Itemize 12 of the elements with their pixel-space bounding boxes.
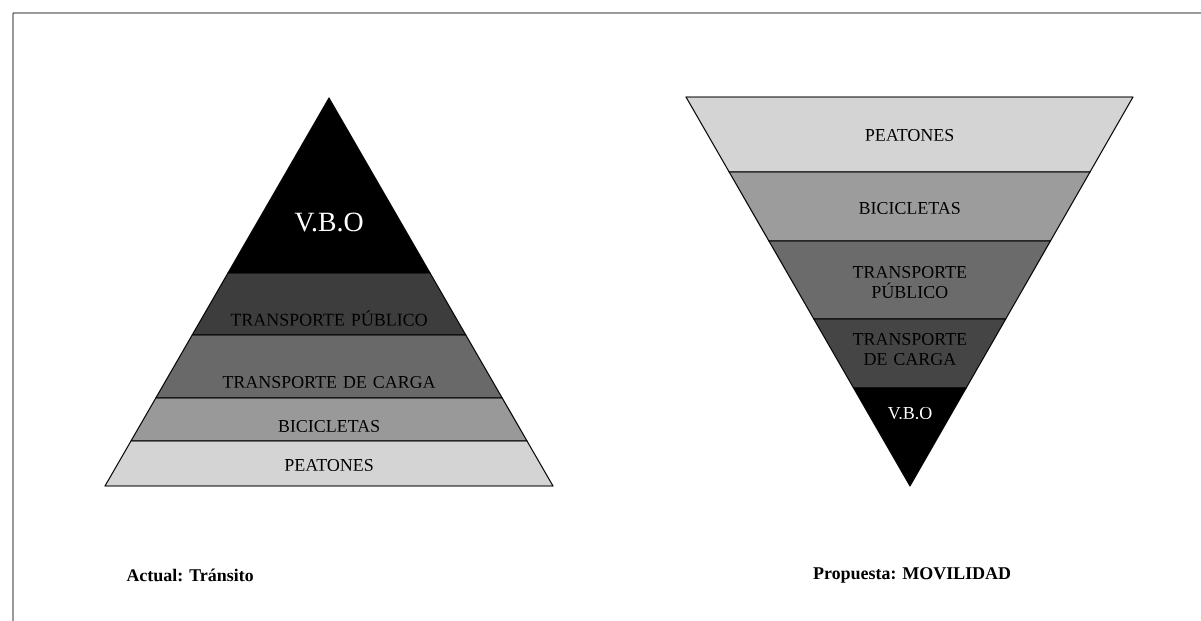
pyramid-band: TRANSPORTE DE CARGA	[813, 318, 1007, 389]
caption: Propuesta: MOVILIDAD	[813, 567, 1011, 583]
pyramid-band: TRANSPORTE PÚBLICO	[191, 272, 467, 336]
pyramid-band: TRANSPORTE PÚBLICO	[768, 240, 1052, 320]
caption: Actual: Tránsito	[126, 568, 253, 582]
pyramid-band: PEATONES	[104, 440, 554, 487]
pyramid-band: BICICLETAS	[728, 171, 1091, 242]
pyramid-band: TRANSPORTE DE CARGA	[155, 334, 503, 399]
pyramid-band: PEATONES	[685, 96, 1134, 173]
pyramid-band: V.B.O	[852, 387, 967, 487]
pyramid-band: V.B.O	[227, 97, 431, 274]
pyramid-band: BICICLETAS	[130, 397, 528, 442]
